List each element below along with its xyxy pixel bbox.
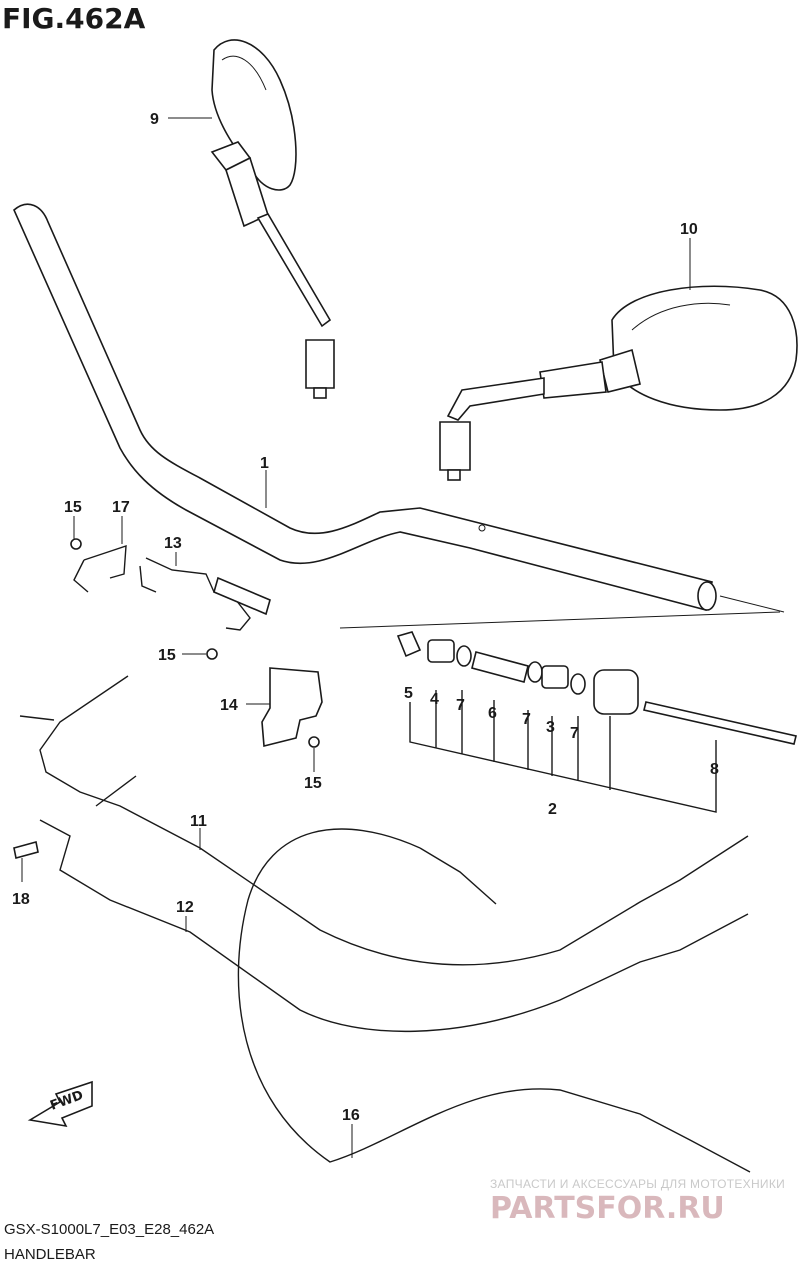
bracket-2 (409, 690, 717, 813)
callout-15-b: 15 (158, 647, 176, 664)
callout-9: 9 (150, 111, 159, 128)
callout-1: 1 (260, 455, 269, 472)
screws (13, 538, 320, 859)
callout-4: 4 (430, 691, 439, 708)
mirror-left (210, 39, 335, 399)
callout-17: 17 (112, 499, 130, 516)
callout-7-b: 7 (522, 711, 531, 728)
wire-bracket (73, 545, 271, 631)
callout-14: 14 (220, 697, 238, 714)
callout-6: 6 (488, 705, 497, 722)
figure-subtitle: HANDLEBAR (4, 1246, 96, 1263)
callout-15-c: 15 (304, 775, 322, 792)
callout-7-c: 7 (570, 725, 579, 742)
forward-arrow: FWD (27, 1080, 93, 1128)
callout-11: 11 (190, 813, 207, 830)
callout-2: 2 (548, 801, 557, 818)
model-code: GSX-S1000L7_E03_E28_462A (4, 1221, 215, 1238)
leader-lines (21, 117, 691, 1158)
callout-3: 3 (546, 719, 555, 736)
callout-8: 8 (710, 761, 719, 778)
callout-7-a: 7 (456, 697, 465, 714)
cable-clamp (261, 667, 323, 748)
callout-13: 13 (164, 535, 182, 552)
mirror-right (439, 285, 798, 481)
cables (19, 675, 751, 1173)
callout-18: 18 (12, 891, 30, 908)
explode-line-top (719, 595, 785, 613)
watermark-logo: PARTSFOR.RU (490, 1191, 725, 1226)
bar-end-parts (396, 631, 797, 745)
callout-5: 5 (404, 685, 413, 702)
explode-line-bottom (339, 611, 781, 629)
callout-12: 12 (176, 899, 194, 916)
callout-15-a: 15 (64, 499, 82, 516)
callout-10: 10 (680, 221, 698, 238)
callout-16: 16 (342, 1107, 360, 1124)
watermark-text: ЗАПЧАСТИ И АКСЕССУАРЫ ДЛЯ МОТОТЕХНИКИ (490, 1177, 786, 1191)
figure-title: FIG.462A (2, 2, 146, 35)
handlebar-tube (13, 203, 717, 611)
